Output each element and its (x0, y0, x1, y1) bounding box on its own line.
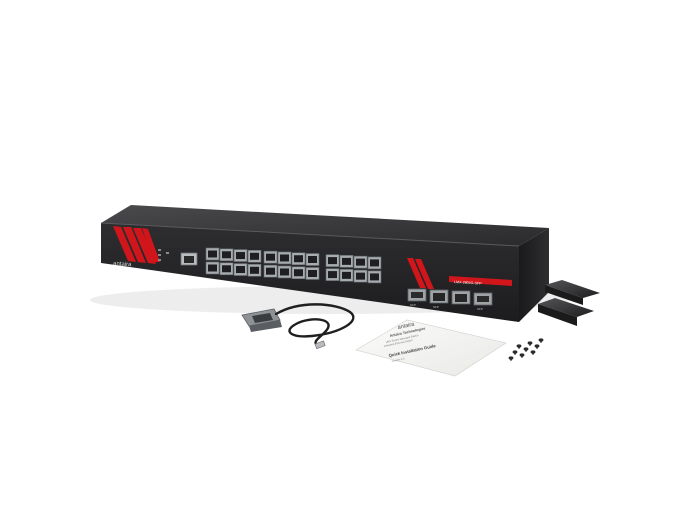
console-port (180, 252, 198, 266)
screw-icon (512, 350, 518, 355)
rj45-port-icon (367, 256, 382, 270)
status-leds (158, 249, 169, 261)
rj45-port-icon (247, 264, 262, 277)
left-red-stripes (113, 226, 160, 264)
rj45-port-icon (325, 268, 340, 281)
port-tag-1: SFP (410, 303, 416, 307)
chassis-top (101, 205, 549, 246)
guide-company: Antaira Technologies (389, 327, 425, 338)
uplink-rj45-1 (429, 289, 449, 304)
guide-line-3: Version 1.0 (391, 356, 405, 363)
sfp-cage-right (473, 292, 493, 306)
rj45-port-icon (263, 250, 278, 264)
front-logo: antaira (113, 261, 132, 268)
console-cable (241, 303, 355, 350)
screw-set (508, 338, 544, 361)
rj45-port-icon (219, 262, 234, 276)
rj45-plug (314, 340, 326, 350)
rj45-port-icon (353, 255, 368, 269)
rj45-port-icon (339, 255, 354, 268)
guide-line-2: Industrial Ethernet Switch (383, 338, 413, 348)
rj45-port-icon (205, 261, 220, 275)
rj45-port-icon (367, 270, 382, 284)
cable-loop (274, 303, 355, 348)
screw-icon (530, 350, 536, 355)
rj45-port-icon (325, 254, 340, 267)
guide-line-1: LMX Series Managed Switch (385, 333, 419, 344)
rj45-port-icon (277, 265, 292, 279)
port-tag-2: SFP (433, 305, 439, 309)
rj45-port-icon (205, 247, 220, 261)
rj45-port-icon (305, 253, 320, 266)
screw-icon (538, 338, 544, 343)
quick-installation-guide: antaira Antaira Technologies LMX Series … (355, 319, 507, 377)
screw-icon (534, 344, 540, 349)
guide-brand: antaira (397, 321, 416, 331)
screw-icon (527, 341, 533, 346)
uplink-rj45-2 (451, 290, 471, 305)
screw-icon (519, 353, 525, 358)
rj45-port-icon (263, 264, 278, 278)
rack-bracket-upper (545, 280, 600, 305)
model-badge: LMX-2804G-SFP (449, 276, 512, 286)
network-switch: antaira LMX-2804G-SFP (100, 205, 549, 322)
rack-brackets (538, 280, 600, 326)
rj45-port-icon (277, 251, 292, 265)
rj45-port-icon (291, 252, 306, 266)
rj45-port-icon (305, 267, 320, 280)
rj45-port-icon (339, 269, 354, 282)
screw-icon (508, 356, 514, 361)
rack-bracket-lower (538, 298, 594, 326)
rj45-port-icon (353, 269, 368, 283)
rj45-port-icon (219, 248, 234, 262)
sfp-cage-left (407, 288, 427, 302)
rj45-port-icon (291, 266, 306, 280)
screw-icon (523, 347, 529, 352)
db9-connector-icon (241, 308, 282, 332)
rj45-port-block (205, 247, 382, 284)
right-red-stripes (407, 258, 434, 289)
model-badge-label: LMX-2804G-SFP (454, 280, 482, 286)
rj45-port-icon (233, 249, 248, 262)
rj45-port-icon (233, 263, 248, 276)
port-tag-3: SFP (477, 307, 483, 311)
chassis-side (519, 228, 549, 322)
screw-icon (516, 344, 522, 349)
rj45-port-icon (247, 250, 262, 263)
